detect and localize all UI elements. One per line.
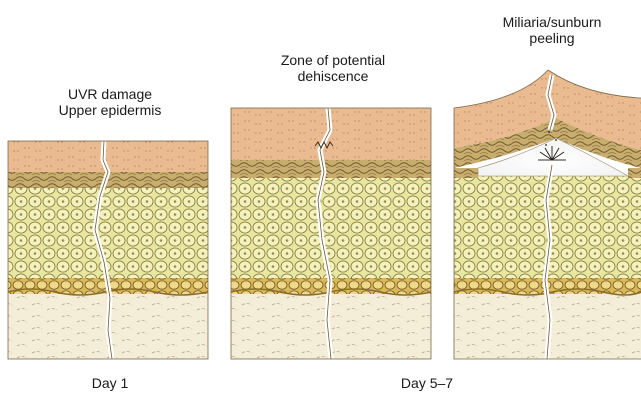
panel1-title-line2: Upper epidermis [20,102,200,118]
panel2-title-line2: dehiscence [243,68,423,84]
panel3-title-line2: peeling [467,30,637,46]
panel3-title-line1: Miliaria/sunburn [467,14,637,30]
panel1-title: UVR damage Upper epidermis [20,86,200,118]
day1-label: Day 1 [60,375,160,391]
panel2-title: Zone of potential dehiscence [243,52,423,84]
panel2-title-line1: Zone of potential [243,52,423,68]
day5-7-label: Day 5–7 [377,375,477,391]
panel1-title-line1: UVR damage [20,86,200,102]
spinous-layer [8,186,208,278]
panel-peeling [454,70,641,359]
panel3-title: Miliaria/sunburn peeling [467,14,637,46]
panel-dehiscence [231,108,431,359]
panel-day1 [8,141,208,359]
